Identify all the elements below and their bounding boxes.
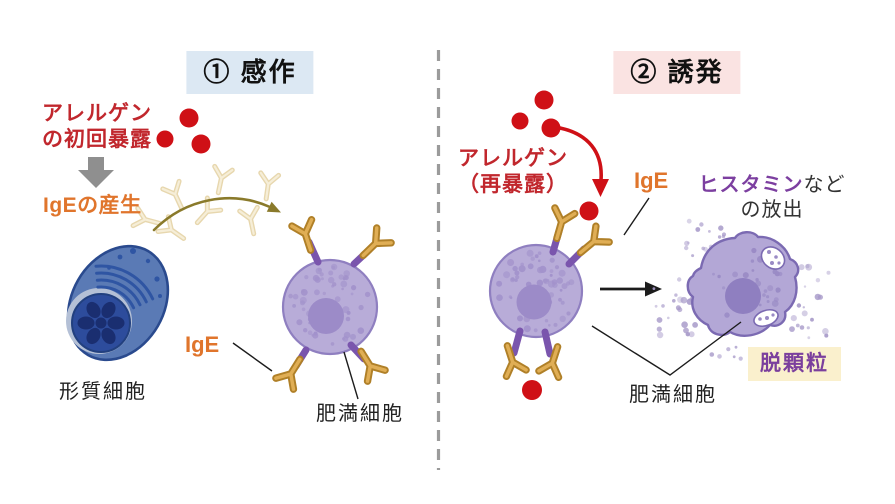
mast-cell-granules	[496, 249, 575, 333]
label-pointer-lines-left	[232, 342, 359, 400]
mast-cell-nucleus	[308, 298, 344, 334]
mast-cell-left	[276, 220, 391, 390]
reexposure-arrow-icon	[558, 126, 609, 197]
plasma-cell-nucleus	[71, 293, 131, 353]
degranulating-mast-cell	[686, 231, 800, 337]
ige-antibody-icon	[547, 208, 575, 241]
endoplasmic-reticulum	[94, 264, 155, 310]
ige-antibody-icon	[292, 220, 321, 254]
allergen-particles-left	[156, 108, 211, 154]
allergen-crosslink-bottom	[522, 380, 542, 400]
label-pointer-lines-right	[591, 197, 742, 376]
histamine-release-label: ヒスタミンなど の放出	[698, 174, 846, 221]
reexposure-label: アレルゲン （再暴露）	[458, 147, 568, 197]
first-exposure-label: アレルゲン の初回暴露	[42, 102, 152, 152]
ige-production-label: IgEの産生	[43, 194, 142, 217]
first-exposure-arrow-icon	[78, 157, 114, 188]
ige-production-arrow-icon	[152, 196, 281, 232]
left-panel-title: ① 感作	[186, 51, 314, 94]
right-panel-title: ② 誘発	[613, 51, 741, 94]
allergen-crosslink-top	[579, 201, 599, 221]
ige-antibody-icon	[498, 343, 527, 377]
mast-cell-nucleus	[516, 284, 552, 320]
produced-ige-antibodies	[133, 166, 279, 245]
allergen-particles-right	[511, 90, 561, 138]
ige-label-left: IgE	[185, 332, 220, 357]
ige-antibody-icon	[539, 344, 568, 378]
plasma-cell-label: 形質細胞	[59, 381, 147, 403]
ige-antibody-icon	[574, 226, 609, 260]
degranulation-label: 脱顆粒	[748, 347, 841, 382]
empty-vacuoles	[753, 246, 786, 328]
mast-cell-right	[488, 201, 609, 400]
ige-label-right: IgE	[634, 168, 669, 193]
ige-antibody-icon	[356, 228, 391, 263]
plasma-cell-dots	[107, 248, 162, 298]
histamine-word: ヒスタミン	[698, 174, 804, 196]
mast-cell-nucleus	[725, 278, 761, 314]
mast-cell-label-left: 肥満細胞	[316, 403, 404, 425]
plasma-cell	[66, 244, 170, 362]
mast-cell-label-right: 肥満細胞	[629, 384, 717, 406]
